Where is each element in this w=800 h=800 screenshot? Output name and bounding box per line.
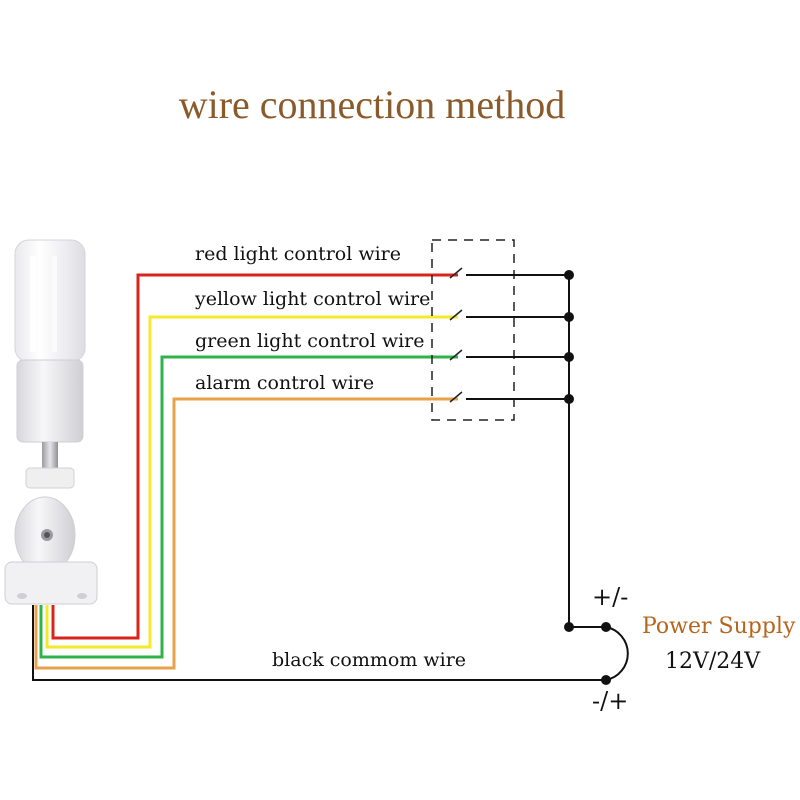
diagram-title: wire connection method — [179, 82, 566, 127]
green-wire-label: green light control wire — [195, 330, 425, 352]
signal-tower-light — [4, 239, 98, 605]
positive-terminal-dot — [601, 622, 611, 632]
voltage-label: 12V/24V — [665, 649, 761, 674]
bottom-terminal-label: -/+ — [592, 687, 628, 715]
negative-terminal-dot — [601, 675, 611, 685]
switch-enclosure — [431, 239, 515, 421]
power-supply-symbol — [605, 626, 629, 681]
switch-contacts — [449, 267, 463, 403]
junction-dot-2 — [564, 312, 574, 322]
top-terminal-label: +/- — [592, 583, 628, 611]
junction-dot-3 — [564, 352, 574, 362]
green-control-wire — [39, 355, 458, 659]
power-supply-label: Power Supply — [642, 614, 796, 639]
junction-dot-1 — [564, 270, 574, 280]
red-control-wire — [51, 273, 458, 640]
alarm-control-wire — [34, 397, 458, 670]
junction-dot-4 — [564, 394, 574, 404]
red-wire-label: red light control wire — [195, 243, 401, 265]
common-wire-label: black commom wire — [272, 649, 466, 671]
yellow-wire-label: yellow light control wire — [194, 288, 430, 310]
black-common-wire — [32, 605, 606, 681]
yellow-control-wire — [45, 315, 458, 649]
junction-dot-bus — [564, 622, 574, 632]
alarm-wire-label: alarm control wire — [195, 372, 374, 394]
